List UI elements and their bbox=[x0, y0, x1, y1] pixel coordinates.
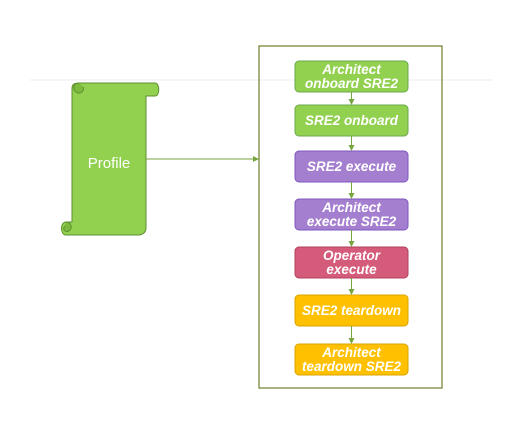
flow-step-label: Architect bbox=[321, 62, 381, 77]
flow-step-2: SRE2 onboard bbox=[294, 104, 409, 137]
profile-label: Profile bbox=[88, 155, 131, 172]
flow-step-3: SRE2 execute bbox=[294, 150, 409, 183]
flow-step-label: Operator bbox=[323, 248, 381, 263]
flow-step-label: onboard SRE2 bbox=[305, 76, 399, 91]
flow-step-label: SRE2 onboard bbox=[305, 113, 399, 128]
flow-step-label: SRE2 execute bbox=[307, 159, 397, 174]
profile-scroll-top-curl bbox=[73, 82, 84, 94]
profile-scroll: Profile bbox=[61, 82, 160, 236]
flow-step-label: SRE2 teardown bbox=[302, 303, 401, 318]
flow-step-box bbox=[294, 343, 409, 376]
steps-container bbox=[258, 45, 443, 389]
flow-step-label: execute SRE2 bbox=[307, 214, 397, 229]
flow-step-label: Architect bbox=[321, 345, 381, 360]
flow-step-label: execute bbox=[326, 262, 377, 277]
flow-step-label: teardown SRE2 bbox=[302, 359, 402, 374]
flow-step-label: Architect bbox=[321, 200, 381, 215]
flow-step-6: SRE2 teardown bbox=[294, 294, 409, 327]
profile-scroll-bottom-curl bbox=[63, 221, 72, 232]
